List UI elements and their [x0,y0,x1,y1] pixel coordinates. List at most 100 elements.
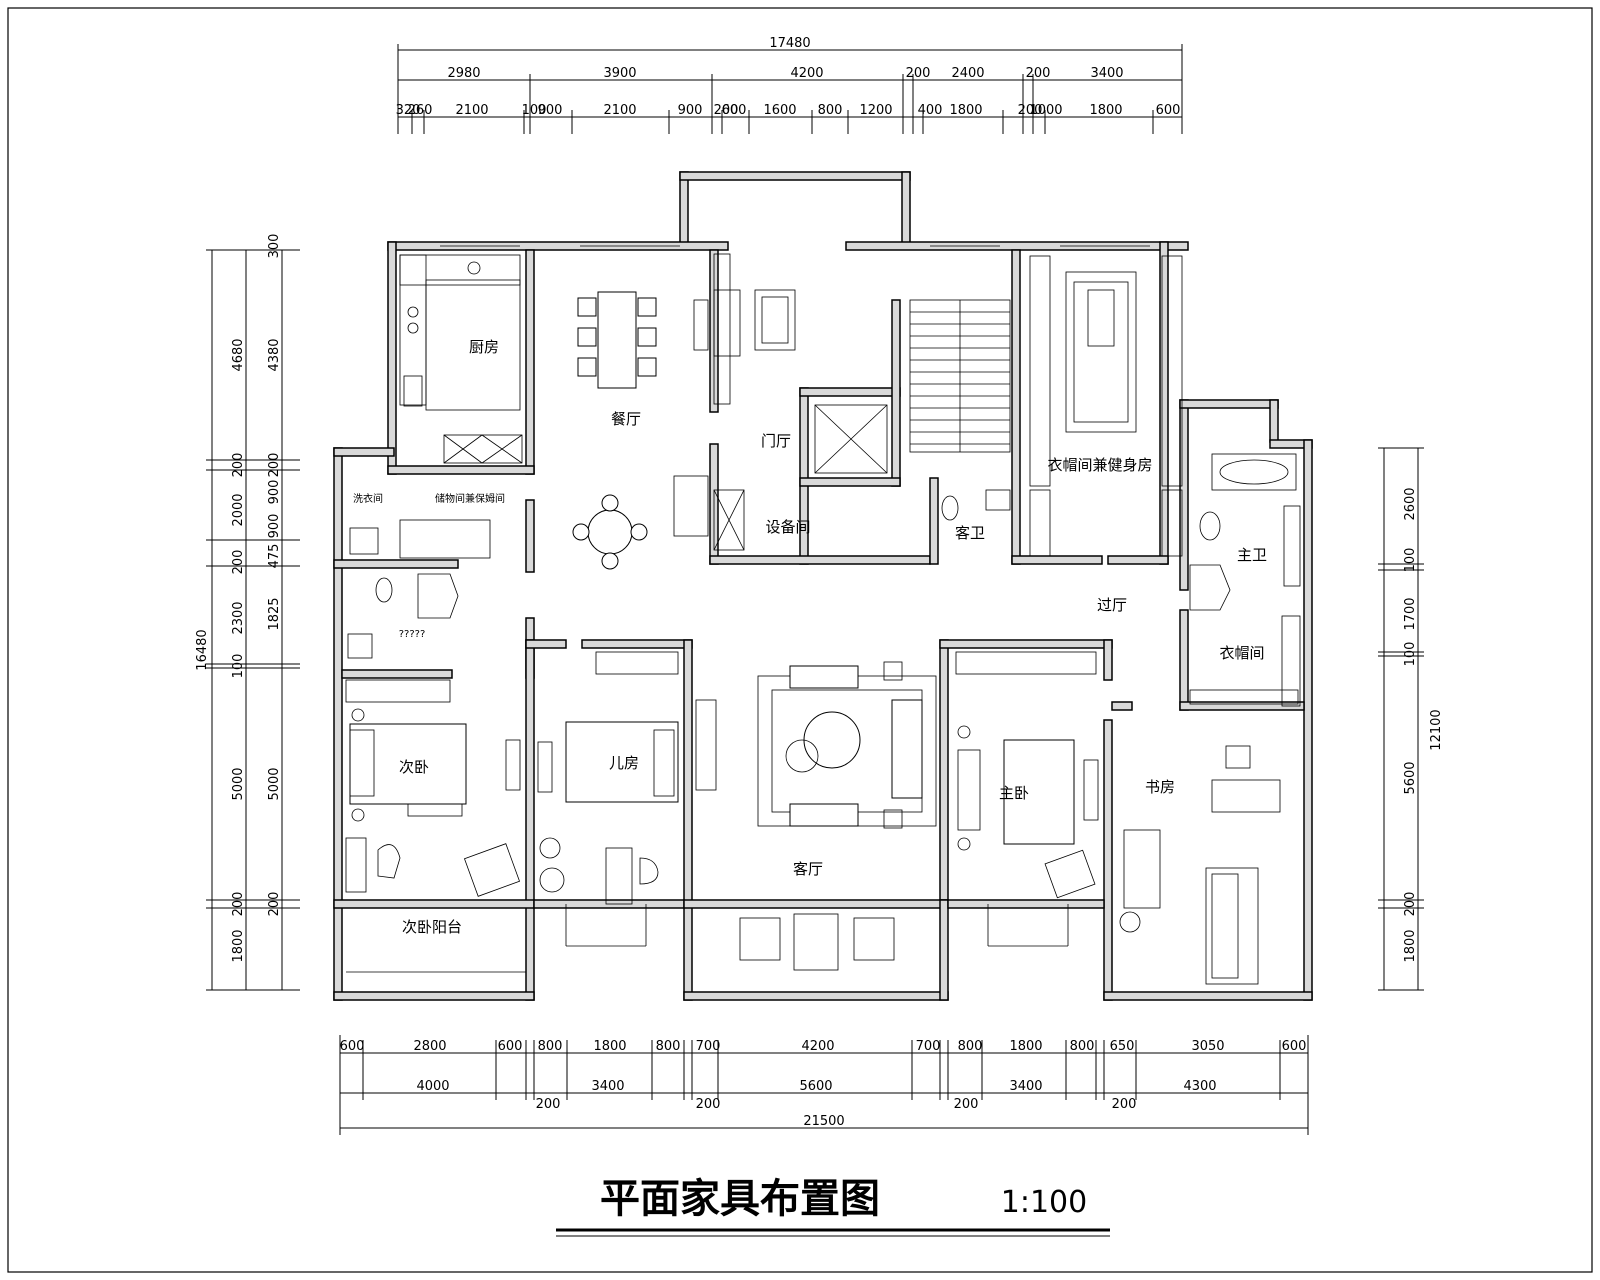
top-dimension-label: 320 [396,103,421,118]
bottom-dimension-label: 1800 [1009,1039,1042,1054]
bottom-dimension-label: 800 [538,1039,563,1054]
top-total-dimension: 17480 [769,36,810,51]
room-labels: 厨房 餐厅 门厅 设备间 客卫 衣帽间兼健身房 主卫 过厅 衣帽间 洗衣间 储物… [353,338,1267,936]
top-dimension-label: 2100 [455,103,488,118]
left-dimension-label: 200 [231,550,246,575]
bottom-dimension-label: 3050 [1191,1039,1224,1054]
right-dimension-label: 100 [1403,548,1418,573]
top-dimension-label: 200 [1026,66,1051,81]
room-label-kitchen: 厨房 [469,338,499,356]
left-dimension-label: 4680 [231,338,246,371]
left-dimensions: 16480 4680 200 2000 200 2300 100 5000 200 1800 3… [195,234,300,991]
room-label-cloak-gym: 衣帽间兼健身房 [1047,456,1152,474]
left-dimension-label: 2300 [231,601,246,634]
left-total-dimension: 16480 [195,629,210,670]
room-label-maid: 储物间兼保姆间 [435,492,505,505]
left-dimension-label: 1825 [267,597,282,630]
top-dimension-label: 800 [818,103,843,118]
right-dimension-label: 100 [1403,642,1418,667]
room-label-unknown: ????? [399,629,426,640]
left-dimension-label: 200 [231,892,246,917]
top-dimension-label: 2400 [951,66,984,81]
bottom-dimension-label: 2800 [413,1039,446,1054]
right-dimension-label: 200 [1403,892,1418,917]
room-label-guest-bath: 客卫 [955,524,985,542]
bottom-dimension-label: 600 [1282,1039,1307,1054]
room-label-second-bedroom: 次卧 [399,758,429,776]
bottom-dimension-label: 4200 [801,1039,834,1054]
bottom-dimension-label: 600 [498,1039,523,1054]
bottom-dimension-label: 700 [696,1039,721,1054]
room-label-kids-room: 儿房 [609,754,639,772]
room-label-second-balcony: 次卧阳台 [402,918,462,936]
right-dimension-label: 1800 [1403,929,1418,962]
title-block: 平面家具布置图 1:100 [556,1175,1110,1237]
top-dimension-label: 1600 [763,103,796,118]
bottom-dimension-label: 200 [696,1097,721,1112]
drawing-scale: 1:100 [1001,1185,1087,1220]
top-dimension-label: 260 [408,103,433,118]
top-dimension-label: 3400 [1090,66,1123,81]
bottom-dimension-label: 200 [1112,1097,1137,1112]
bottom-dimension-label: 4300 [1183,1079,1216,1094]
left-dimension-label: 5000 [267,767,282,800]
left-dimension-label: 900 [267,514,282,539]
furniture [345,253,1301,985]
top-dimension-label: 2980 [447,66,480,81]
top-dimension-label: 600 [722,103,747,118]
left-dimension-label: 100 [231,654,246,679]
bottom-dimension-label: 200 [954,1097,979,1112]
top-dimension-label: 1800 [1089,103,1122,118]
bottom-dimension-label: 3400 [591,1079,624,1094]
top-dimension-label: 1200 [859,103,892,118]
top-dimension-label: 2100 [603,103,636,118]
staircase [909,299,1011,453]
top-dimension-label: 200 [1018,103,1043,118]
bottom-dimension-label: 800 [656,1039,681,1054]
bottom-dimension-label: 650 [1110,1039,1135,1054]
top-dimension-label: 400 [918,103,943,118]
bottom-dimension-label: 200 [536,1097,561,1112]
left-dimension-label: 2000 [231,493,246,526]
room-label-master-bedroom: 主卧 [999,784,1029,802]
top-dimension-label: 200 [714,103,739,118]
left-dimension-label: 900 [267,480,282,505]
elevator-shaft [814,404,888,474]
left-dimension-label: 4380 [267,338,282,371]
left-dimension-label: 1800 [231,929,246,962]
left-dimension-label: 200 [231,453,246,478]
bottom-dimension-label: 5600 [799,1079,832,1094]
left-dimension-label: 200 [267,892,282,917]
top-dimension-label: 100 [522,103,547,118]
room-label-cloakroom: 衣帽间 [1219,644,1264,662]
room-label-master-bath: 主卫 [1237,546,1267,564]
room-label-living: 客厅 [793,860,823,878]
left-dimension-label: 475 [267,544,282,569]
bottom-dimension-label: 4000 [416,1079,449,1094]
top-dimension-label: 900 [678,103,703,118]
room-label-laundry: 洗衣间 [353,492,383,505]
right-total-dimension: 12100 [1429,709,1444,750]
top-dimension-label: 900 [538,103,563,118]
room-label-hall: 过厅 [1097,596,1127,614]
top-dimension-label: 600 [1156,103,1181,118]
bottom-total-dimension: 21500 [803,1114,844,1129]
right-dimension-label: 1700 [1403,597,1418,630]
bottom-dimension-label: 800 [1070,1039,1095,1054]
top-dimension-label: 1000 [1029,103,1062,118]
left-dimension-label: 300 [267,234,282,259]
drawing-title: 平面家具布置图 [600,1175,880,1222]
room-label-equipment: 设备间 [765,518,810,536]
room-label-foyer: 门厅 [761,432,791,450]
left-dimension-label: 5000 [231,767,246,800]
room-label-study: 书房 [1145,778,1175,796]
left-dimension-label: 200 [267,453,282,478]
room-label-dining: 餐厅 [611,410,641,428]
bottom-dimension-label: 700 [916,1039,941,1054]
bottom-dimension-label: 3400 [1009,1079,1042,1094]
right-dimension-label: 5600 [1403,761,1418,794]
drawing-border [7,7,1593,1273]
